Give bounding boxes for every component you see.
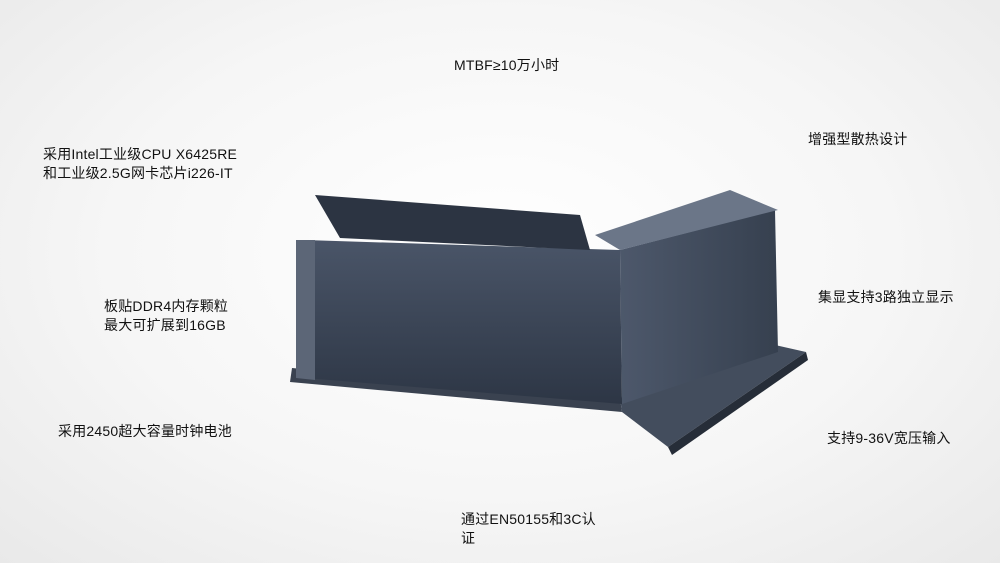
callout-display: 集显支持3路独立显示 — [818, 289, 954, 305]
callout-cpu-line1: 采用Intel工业级CPU X6425RE — [43, 146, 238, 162]
callout-battery: 采用2450超大容量时钟电池 — [58, 423, 232, 439]
callout-power: 支持9-36V宽压输入 — [827, 430, 951, 446]
callout-memory-line1: 板贴DDR4内存颗粒 — [104, 298, 229, 314]
callout-memory-line2: 最大可扩展到16GB — [104, 317, 226, 333]
heatsink-fins — [315, 195, 590, 250]
callout-cpu-line2: 和工业级2.5G网卡芯片i226-IT — [43, 165, 233, 181]
callout-mtbf: MTBF≥10万小时 — [454, 57, 560, 73]
callout-certification: 通过EN50155和3C认 证 — [461, 510, 596, 548]
callout-memory: 板贴DDR4内存颗粒 最大可扩展到16GB — [104, 297, 228, 335]
callout-cert-line2: 证 — [461, 530, 476, 546]
callout-cert-line1: 通过EN50155和3C认 — [461, 511, 596, 527]
callout-thermal: 增强型散热设计 — [808, 131, 908, 147]
callout-cpu: 采用Intel工业级CPU X6425RE 和工业级2.5G网卡芯片i226-I… — [43, 145, 237, 183]
